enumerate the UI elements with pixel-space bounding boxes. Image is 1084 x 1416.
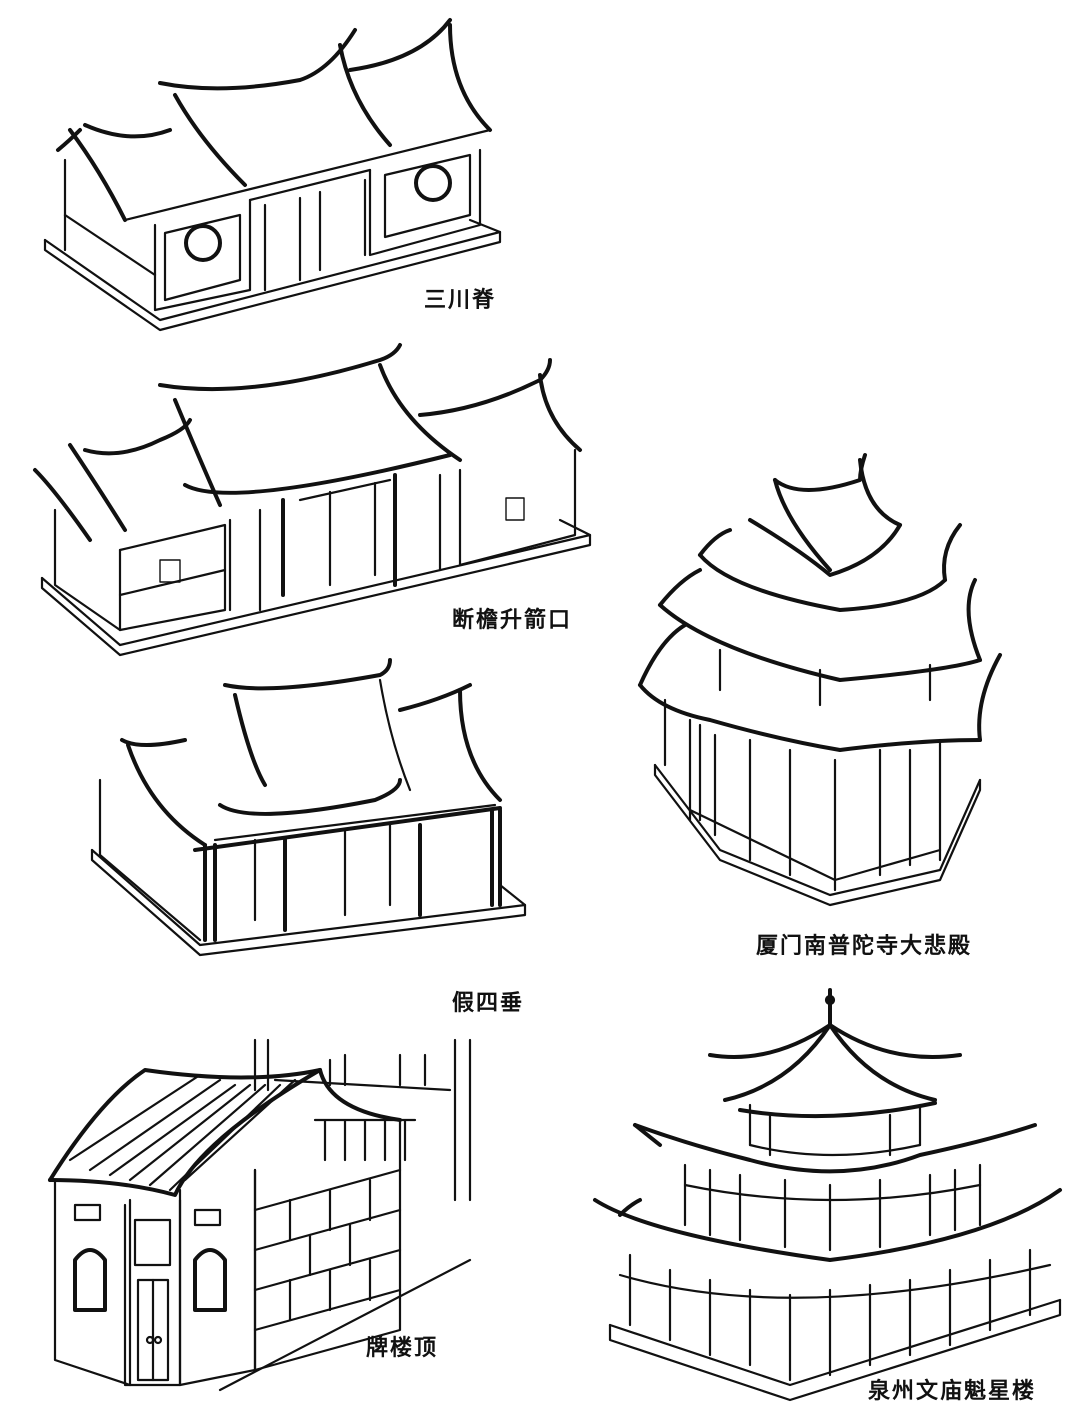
sanchuanji-drawing <box>43 18 502 332</box>
pailouding-drawing <box>48 1038 472 1392</box>
label-kuixinglou: 泉州文庙魁星楼 <box>868 1379 1037 1404</box>
jiasichui-drawing <box>90 658 527 957</box>
label-duanyan: 断檐升箭口 <box>452 608 573 633</box>
figure-pailouding: 牌楼顶 <box>0 1030 500 1410</box>
figure-duanyan: 断檐升箭口 <box>0 340 620 660</box>
label-pailouding: 牌楼顶 <box>366 1336 439 1361</box>
figure-kuixinglou: 泉州文庙魁星楼 <box>590 985 1084 1416</box>
label-sanchuanji: 三川脊 <box>424 288 497 313</box>
label-dabeidian: 厦门南普陀寺大悲殿 <box>756 934 973 959</box>
dabeidian-drawing <box>638 453 1002 907</box>
figure-jiasichui: 假四垂 <box>0 658 560 1020</box>
label-jiasichui: 假四垂 <box>452 991 525 1016</box>
figure-sanchuanji: 三川脊 <box>0 0 560 340</box>
kuixinglou-drawing <box>593 988 1062 1402</box>
duanyan-drawing <box>33 343 592 657</box>
figure-dabeidian: 厦门南普陀寺大悲殿 <box>620 450 1060 970</box>
